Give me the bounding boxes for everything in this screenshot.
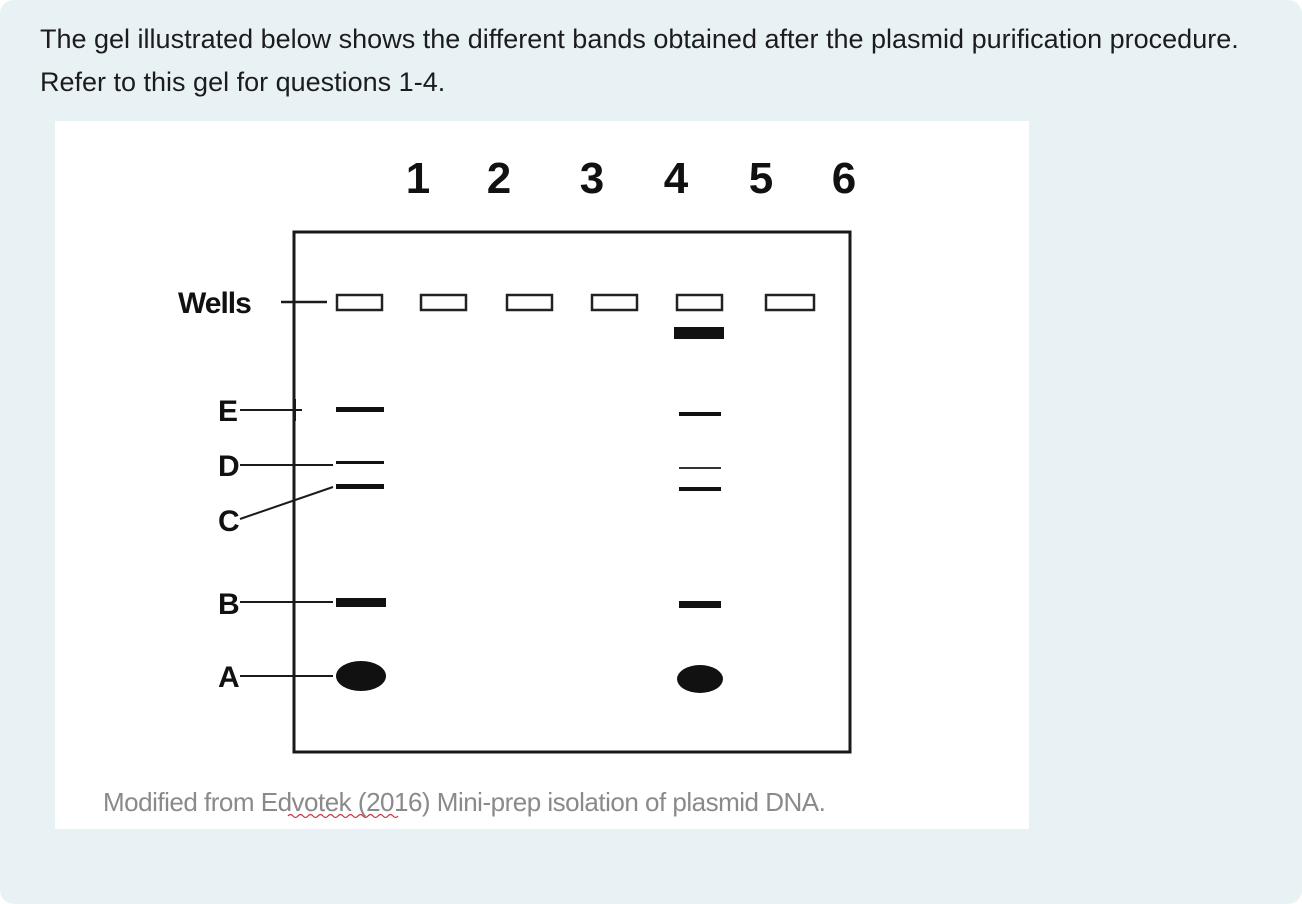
lane-number-5: 5 [749, 154, 773, 203]
band-label-d: D [218, 450, 240, 483]
lane-5-band-c [679, 487, 721, 491]
lane-number-4: 4 [664, 154, 689, 203]
caption-source-link[interactable]: Edvotek [261, 787, 353, 817]
wells-label: Wells [178, 287, 251, 320]
lane-1-band-e [336, 407, 384, 412]
figure-caption: Modified from Edvotek (2016) Mini-prep i… [103, 787, 825, 817]
lane-1-band-c [336, 484, 384, 489]
well-lane-5 [675, 293, 724, 312]
lane-5-bands [674, 327, 724, 693]
lane-5-band-e [679, 412, 721, 416]
well-lane-2 [419, 293, 468, 312]
gel-outline [292, 230, 852, 754]
caption-prefix: Modified from [103, 787, 261, 817]
gel-diagram: 1 2 3 4 5 6 Wells E D C [103, 154, 856, 819]
lane-1-band-a [336, 661, 386, 691]
lane-1-band-d [336, 461, 384, 464]
well-lane-1 [335, 293, 384, 312]
question-prompt: The gel illustrated below shows the diff… [40, 24, 1239, 97]
well-lane-3 [505, 293, 554, 312]
lane-number-2: 2 [487, 154, 511, 203]
wells-row [335, 293, 816, 312]
pointer-c [239, 486, 334, 520]
lane-number-6: 6 [832, 154, 856, 203]
lane-number-3: 3 [580, 154, 604, 203]
caption-suffix: (2016) Mini-prep isolation of plasmid DN… [351, 787, 825, 817]
lane-1-bands [336, 407, 386, 691]
band-label-b: B [218, 588, 240, 621]
lane-5-band-d [679, 467, 721, 469]
spellcheck-underline [287, 813, 399, 819]
band-label-c: C [218, 505, 240, 538]
lane-5-band-b [679, 601, 721, 608]
lane-1-band-b [336, 598, 386, 607]
gel-figure: 1 2 3 4 5 6 Wells E D C [55, 121, 1029, 829]
band-label-a: A [218, 661, 240, 694]
lane-5-band-a [677, 665, 723, 693]
well-lane-6 [764, 293, 816, 312]
band-label-e: E [218, 395, 238, 428]
well-lane-4 [590, 293, 639, 312]
lane-5-band-well [674, 327, 724, 339]
lane-number-1: 1 [406, 154, 430, 203]
